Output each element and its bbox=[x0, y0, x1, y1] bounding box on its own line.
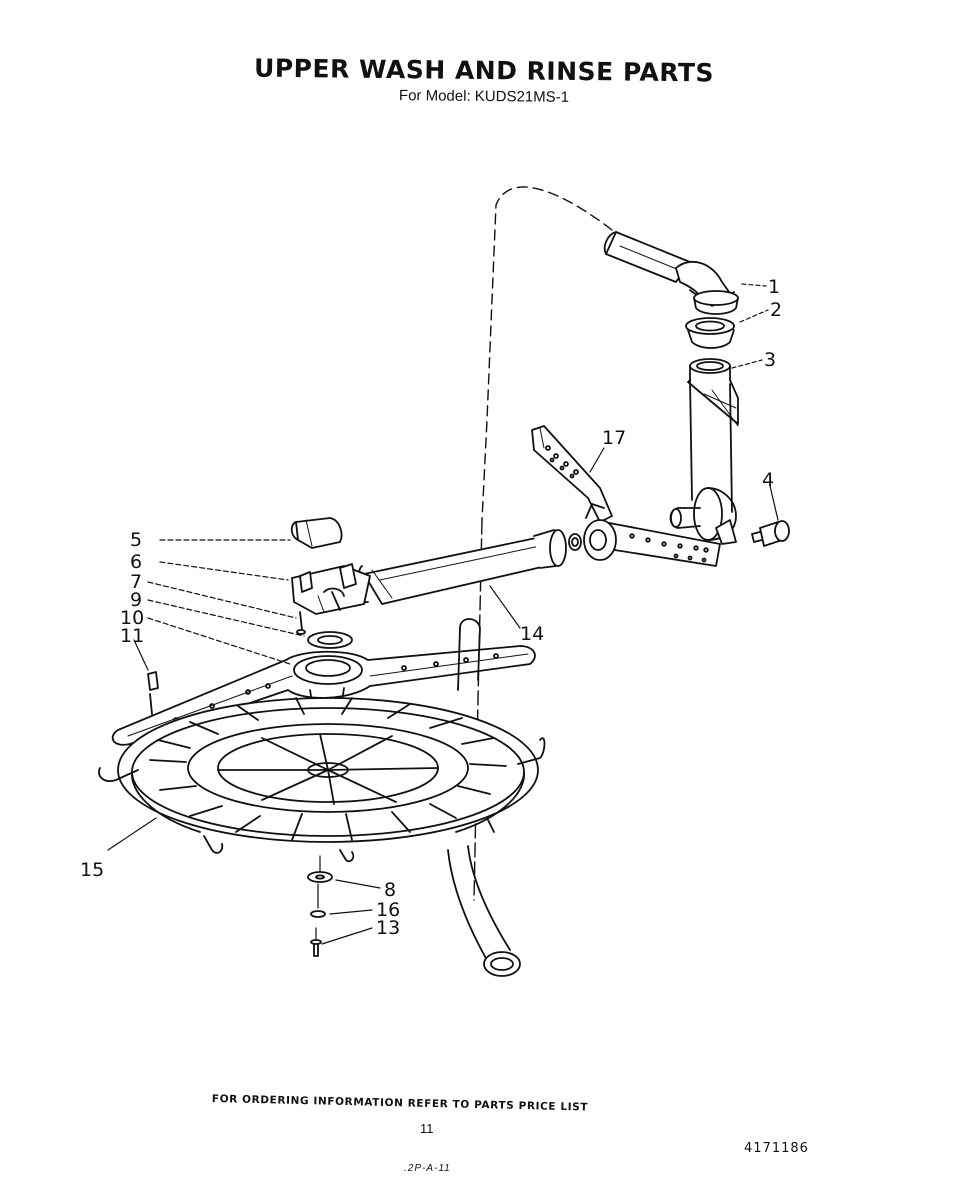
part-15-rack-wheel bbox=[98, 697, 546, 863]
page-number: 11 bbox=[420, 1121, 434, 1136]
callout-11: 11 bbox=[120, 625, 144, 647]
callout-7: 7 bbox=[130, 571, 142, 593]
part-16-washer bbox=[310, 883, 326, 918]
part-11-fitting bbox=[147, 671, 159, 715]
callout-15: 15 bbox=[80, 859, 104, 881]
part-2-grommet bbox=[685, 317, 735, 349]
part-9-seal bbox=[307, 631, 353, 649]
callout-14: 14 bbox=[520, 623, 544, 645]
callout-13: 13 bbox=[376, 917, 400, 939]
callout-4: 4 bbox=[762, 469, 774, 491]
part-8-washer bbox=[307, 855, 333, 883]
callout-1: 1 bbox=[768, 276, 780, 298]
callout-3: 3 bbox=[764, 349, 776, 371]
callout-16: 16 bbox=[376, 899, 400, 921]
callout-5: 5 bbox=[130, 529, 142, 551]
tub-drain-tube bbox=[447, 618, 521, 977]
part-5-nozzle-cap bbox=[290, 517, 343, 549]
part-17-bracket bbox=[531, 425, 737, 567]
callout-8: 8 bbox=[384, 879, 396, 901]
document-part-number: 4171186 bbox=[744, 1141, 809, 1156]
part-13-screw bbox=[310, 927, 322, 957]
document-code: .2P-A-11 bbox=[404, 1163, 451, 1174]
callout-17: 17 bbox=[602, 427, 626, 449]
part-3-supply-tube bbox=[669, 358, 739, 541]
part-6-manifold bbox=[291, 563, 371, 615]
leader-lines bbox=[107, 283, 779, 945]
callout-6: 6 bbox=[130, 551, 142, 573]
part-1-elbow bbox=[693, 290, 739, 315]
callout-9: 9 bbox=[130, 589, 142, 611]
callout-2: 2 bbox=[770, 299, 782, 321]
assembly-guide-line bbox=[481, 186, 613, 521]
part-7-screw bbox=[296, 611, 306, 635]
part-4-plug bbox=[751, 520, 790, 547]
part-14-feed-tube bbox=[344, 529, 582, 605]
callout-10: 10 bbox=[120, 607, 144, 629]
